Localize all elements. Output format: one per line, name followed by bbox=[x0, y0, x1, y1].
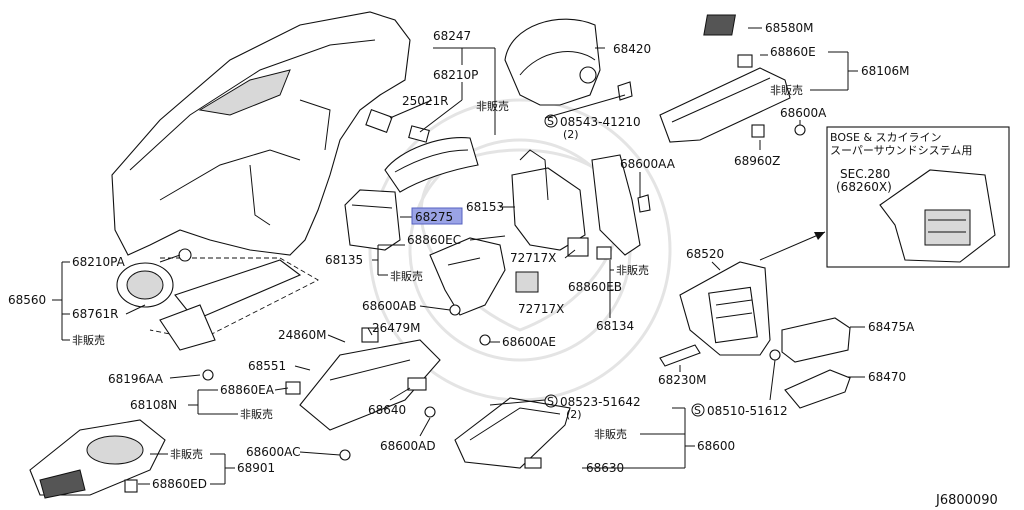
s-mark: S bbox=[694, 404, 701, 417]
label-68247: 68247 bbox=[433, 29, 471, 43]
label-68860e: 68860E bbox=[770, 45, 816, 59]
label-25021r: 25021R bbox=[402, 94, 449, 108]
label-hanbai-8: 非販売 bbox=[170, 448, 203, 461]
label-68860ea: 68860EA bbox=[220, 383, 275, 397]
label-68761r: 68761R bbox=[72, 307, 119, 321]
label-68600ad: 68600AD bbox=[380, 439, 436, 453]
finisher-68135 bbox=[429, 237, 506, 316]
diagram-code: J6800090 bbox=[935, 493, 998, 508]
label-68260x: (68260X) bbox=[836, 180, 892, 194]
label-68106m: 68106M bbox=[861, 64, 910, 78]
s-mark: S bbox=[547, 115, 554, 128]
label-68420: 68420 bbox=[613, 42, 651, 56]
cluster-lid-68247 bbox=[384, 137, 479, 193]
clip-68860eb bbox=[596, 246, 612, 260]
label-68275: 68275 bbox=[415, 210, 453, 224]
label-68560: 68560 bbox=[8, 293, 46, 307]
label-hanbai-3: 非販売 bbox=[390, 270, 423, 283]
duct-68560 bbox=[116, 248, 319, 351]
label-bose-line1: BOSE & スカイライン bbox=[830, 131, 942, 144]
highlight-68275 bbox=[411, 207, 463, 225]
part-labels: 68247 68210P 25021R 非販売 68420 08543-4121… bbox=[8, 21, 998, 508]
label-68600: 68600 bbox=[697, 439, 735, 453]
side-bracket bbox=[591, 154, 651, 256]
dashboard-shell bbox=[111, 11, 411, 256]
lower-panel-68108n bbox=[285, 327, 441, 431]
label-68580m: 68580M bbox=[765, 21, 814, 35]
label-68600aa: 68600AA bbox=[620, 157, 676, 171]
label-68475a: 68475A bbox=[868, 320, 915, 334]
trim-68106m bbox=[659, 14, 791, 143]
leader-lines bbox=[52, 27, 865, 485]
label-68600a: 68600A bbox=[780, 106, 827, 120]
label-68520: 68520 bbox=[686, 247, 724, 261]
inset-arrow bbox=[759, 231, 826, 261]
label-hanbai-7: 非販売 bbox=[594, 428, 627, 441]
label-08543-qty: (2) bbox=[563, 128, 579, 141]
label-68860eb: 68860EB bbox=[568, 280, 622, 294]
label-hanbai-6: 非販売 bbox=[240, 408, 273, 421]
label-68600ab: 68600AB bbox=[362, 299, 417, 313]
label-hanbai-2: 非販売 bbox=[770, 84, 803, 97]
label-hanbai-1: 非販売 bbox=[476, 100, 509, 113]
screws bbox=[202, 124, 806, 461]
meter-hood-68420 bbox=[504, 18, 633, 106]
pads-72717x bbox=[515, 271, 539, 293]
label-68134: 68134 bbox=[596, 319, 634, 333]
label-68860ed: 68860ED bbox=[152, 477, 207, 491]
label-bose-line2: スーパーサウンドシステム用 bbox=[830, 144, 972, 157]
label-68901: 68901 bbox=[237, 461, 275, 475]
label-68135: 68135 bbox=[325, 253, 363, 267]
label-sec280: SEC.280 bbox=[840, 167, 890, 181]
label-68210p: 68210P bbox=[433, 68, 478, 82]
label-68860ec: 68860EC bbox=[407, 233, 461, 247]
label-68600ae: 68600AE bbox=[502, 335, 556, 349]
duct-68901 bbox=[29, 419, 166, 499]
vent-68210p bbox=[365, 109, 430, 143]
label-68153: 68153 bbox=[466, 200, 504, 214]
label-26479m: 26479M bbox=[372, 321, 421, 335]
center-bracket-68153 bbox=[511, 149, 589, 257]
label-68470: 68470 bbox=[868, 370, 906, 384]
bose-inset-box bbox=[826, 126, 1010, 268]
label-08523-51642: 08523-51642 bbox=[560, 395, 641, 409]
label-08543-41210: 08543-41210 bbox=[560, 115, 641, 129]
label-72717x-a: 72717X bbox=[510, 251, 556, 265]
arrow-head bbox=[814, 232, 825, 240]
label-68640: 68640 bbox=[368, 403, 406, 417]
label-08510-51612: 08510-51612 bbox=[707, 404, 788, 418]
label-68196aa: 68196AA bbox=[108, 372, 164, 386]
label-68630: 68630 bbox=[586, 461, 624, 475]
label-68210pa: 68210PA bbox=[72, 255, 126, 269]
pocket-68275 bbox=[344, 189, 401, 251]
center-panel-68520 bbox=[679, 261, 771, 356]
label-68230m: 68230M bbox=[658, 373, 707, 387]
bracket-68470 bbox=[784, 369, 851, 409]
label-68551: 68551 bbox=[248, 359, 286, 373]
glove-box-68600 bbox=[454, 397, 571, 469]
label-68600ac: 68600AC bbox=[246, 445, 301, 459]
label-68960z: 68960Z bbox=[734, 154, 780, 168]
label-hanbai-4: 非販売 bbox=[616, 264, 649, 277]
label-72717x-b: 72717X bbox=[518, 302, 564, 316]
box-68475a bbox=[781, 317, 851, 363]
strip-68230m bbox=[659, 344, 701, 367]
label-08523-qty: (2) bbox=[566, 408, 582, 421]
label-hanbai-5: 非販売 bbox=[72, 334, 105, 347]
label-68108n: 68108N bbox=[130, 398, 177, 412]
label-24860m: 24860M bbox=[278, 328, 327, 342]
s-marks: S S S bbox=[544, 114, 705, 417]
s-mark: S bbox=[547, 395, 554, 408]
